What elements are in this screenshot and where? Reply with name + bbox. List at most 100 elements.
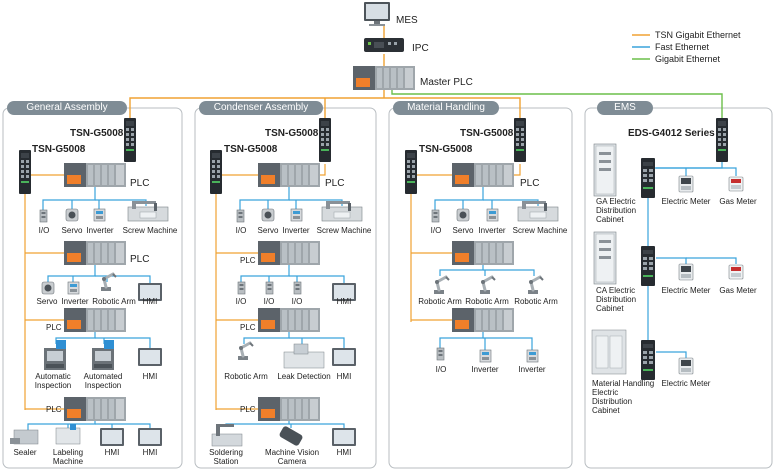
material-lines (410, 164, 539, 350)
general-row2-inverter-label: Inverter (61, 297, 89, 306)
condenser-plc3-label: PLC (240, 323, 256, 332)
legend-tsn: TSN Gigabit Ethernet (655, 30, 741, 40)
legend-fast: Fast Ethernet (655, 42, 710, 52)
ipc-label: IPC (412, 43, 429, 54)
ems-switch-icon (716, 118, 728, 162)
ems-meter1a-icon (678, 175, 694, 193)
material-plc1-label: PLC (520, 178, 540, 189)
material-switch-side-icon (405, 150, 417, 194)
general-sealer-icon (10, 429, 39, 445)
material-row1-inverter-label: Inverter (478, 226, 506, 235)
general-row1-servo-label: Servo (61, 226, 83, 235)
material-row3-inv2-label: Inverter (518, 365, 546, 374)
material-row2-arm2-label: Robotic Arm (465, 297, 509, 306)
material-row1-screw-label: Screw Machine (512, 226, 568, 235)
tab-ems: EMS (597, 101, 653, 115)
ems-gasmeter2b-icon (728, 264, 744, 280)
ems-meter1a-label: Electric Meter (661, 197, 711, 206)
ems-switch1-icon (641, 158, 655, 198)
ems-gasmeter1b-icon (728, 176, 744, 192)
condenser-io2c-icon (293, 281, 302, 295)
condenser-row4-camera-label: Machine Vision Camera (264, 448, 320, 466)
condenser-hmi3-icon (332, 348, 356, 366)
mes-icon (364, 2, 390, 26)
condenser-row2-hmi-label: HMI (336, 297, 352, 306)
general-row1-inverter-label: Inverter (86, 226, 114, 235)
condenser-leak-detection-icon (283, 343, 325, 369)
general-switch-side-icon (19, 150, 31, 194)
general-labeling-machine-icon (55, 424, 81, 445)
general-row2-arm-label: Robotic Arm (92, 297, 136, 306)
condenser-row3-hmi-label: HMI (336, 372, 352, 381)
condenser-row1-io-label: I/O (235, 226, 247, 235)
master-plc-label: Master PLC (420, 77, 473, 88)
general-hmi4a-icon (100, 428, 124, 446)
condenser-row1-screw-label: Screw Machine (316, 226, 372, 235)
general-switch-top-label: TSN-G5008 (70, 128, 124, 139)
backbone-lines (129, 26, 723, 120)
condenser-plc4-icon (258, 397, 320, 421)
ems-cabinet2-icon (593, 231, 617, 285)
condenser-soldering-station-icon (211, 424, 243, 447)
general-inverter-icon (93, 208, 106, 222)
general-row4-sealer-label: Sealer (13, 448, 37, 457)
material-row2-arm3-label: Robotic Arm (514, 297, 558, 306)
condenser-io2b-icon (265, 281, 274, 295)
condenser-plc2-icon (258, 241, 320, 265)
condenser-row3-leak-label: Leak Detection (277, 372, 331, 381)
general-servo-icon (65, 208, 79, 222)
material-plc3-icon (452, 308, 514, 332)
condenser-plc1-label: PLC (325, 178, 345, 189)
condenser-row2-io1-label: I/O (235, 297, 247, 306)
general-io-icon (39, 209, 48, 223)
ems-cabinet1-icon (593, 143, 617, 197)
condenser-io-icon (236, 209, 245, 223)
condenser-row2-io2-label: I/O (263, 297, 275, 306)
condenser-switch-top-label: TSN-G5008 (265, 128, 319, 139)
general-row3-insp2-label: Automated Inspection (83, 372, 123, 390)
condenser-plc3-icon (258, 308, 320, 332)
material-row3-inv1-label: Inverter (471, 365, 499, 374)
ems-cabinet3-label: Material Handling Electric Distribution … (592, 379, 655, 415)
general-row4-labeling-label: Labeling Machine (52, 448, 84, 466)
general-hmi3-icon (138, 348, 162, 366)
material-switch-side-label: TSN-G5008 (419, 144, 473, 155)
condenser-inverter-icon (290, 208, 303, 222)
ems-meter2a-label: Electric Meter (661, 286, 711, 295)
ems-switch3-icon (641, 340, 655, 380)
ipc-icon (364, 38, 404, 52)
general-row4-hmi1-label: HMI (104, 448, 120, 457)
ems-meter2b-label: Gas Meter (719, 286, 757, 295)
condenser-plc4-label: PLC (240, 405, 256, 414)
general-row2-hmi-label: HMI (142, 297, 158, 306)
material-io-icon (431, 209, 440, 223)
general-inverter2-icon (67, 281, 80, 295)
condenser-io2a-icon (237, 281, 246, 295)
ems-meter3a-label: Electric Meter (661, 379, 711, 388)
condenser-machine-vision-camera-icon (279, 426, 303, 446)
material-io3-icon (436, 347, 445, 361)
general-switch-top-icon (124, 118, 136, 162)
general-plc1-icon (64, 163, 126, 187)
general-plc4-icon (64, 397, 126, 421)
material-inverter3a-icon (479, 349, 492, 363)
condenser-hmi4-icon (332, 428, 356, 446)
ems-meter3a-icon (678, 357, 694, 375)
ems-cabinet3-icon (591, 329, 627, 375)
material-servo-icon (456, 208, 470, 222)
tab-condenser-assembly: Condenser Assembly (199, 101, 323, 115)
condenser-plc1-icon (258, 163, 320, 187)
general-row3-insp1-label: Automatic Inspection (34, 372, 72, 390)
material-switch-top-label: TSN-G5008 (460, 128, 514, 139)
legend-gigabit: Gigabit Ethernet (655, 54, 721, 64)
material-switch-top-icon (514, 118, 526, 162)
master-plc-icon (353, 66, 415, 90)
material-plc1-icon (452, 163, 514, 187)
condenser-row1-inverter-label: Inverter (282, 226, 310, 235)
tab-material-handling: Material Handling (393, 101, 499, 115)
condenser-row1-servo-label: Servo (257, 226, 279, 235)
material-row1-servo-label: Servo (452, 226, 474, 235)
general-switch-side-label: TSN-G5008 (32, 144, 86, 155)
ems-switch-label: EDS-G4012 Series (628, 128, 715, 139)
